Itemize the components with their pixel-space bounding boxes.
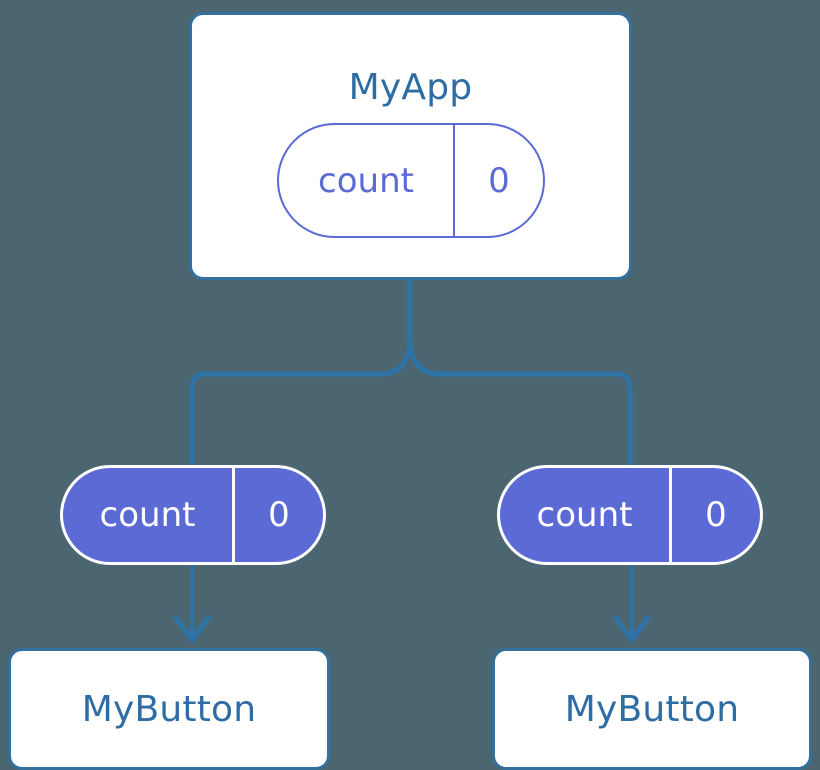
component-box-mybutton-right[interactable]: MyButton [492, 648, 812, 770]
state-pill-key: count [279, 125, 455, 236]
prop-pill-value-left: 0 [268, 495, 290, 535]
state-pill-myapp[interactable]: count 0 [277, 123, 545, 238]
arrow-head-left [173, 615, 211, 643]
component-box-mybutton-left[interactable]: MyButton [8, 648, 330, 770]
prop-pill-key-left: count [63, 468, 235, 562]
branch-connector-left [189, 342, 413, 469]
arrow-head-right [613, 615, 651, 643]
prop-pill-right[interactable]: count 0 [497, 465, 763, 565]
branch-connector-right [407, 342, 633, 469]
state-pill-value: 0 [488, 160, 510, 201]
prop-pill-value-right: 0 [705, 495, 727, 535]
prop-pill-key-right: count [500, 468, 672, 562]
component-title-mybutton-right: MyButton [564, 689, 740, 730]
component-title-mybutton-left: MyButton [81, 689, 257, 730]
prop-pill-left[interactable]: count 0 [60, 465, 326, 565]
component-title-myapp: MyApp [348, 67, 473, 108]
